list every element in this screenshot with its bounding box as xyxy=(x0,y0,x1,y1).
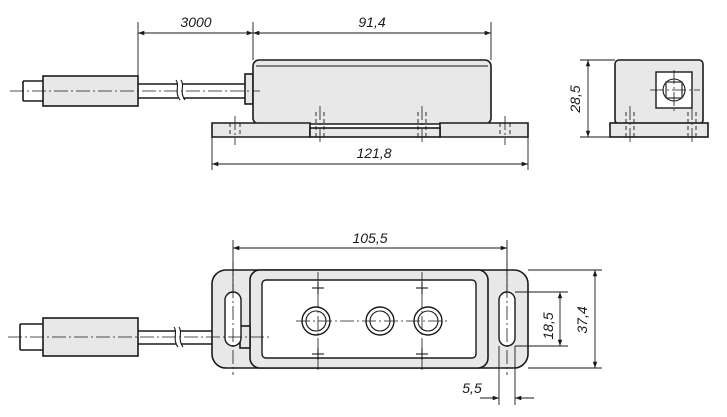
side-view xyxy=(609,59,709,145)
dimension-slot-length: 18,5 xyxy=(515,291,568,347)
label-overall-length: 121,8 xyxy=(356,145,391,161)
dimension-height: 28,5 xyxy=(567,59,615,138)
label-hole-spacing: 105,5 xyxy=(352,230,387,246)
dimension-hole-spacing: 105,5 xyxy=(232,230,508,292)
label-height: 28,5 xyxy=(567,85,583,113)
label-body-length: 91,4 xyxy=(358,14,385,30)
label-slot-width: 5,5 xyxy=(462,380,482,396)
front-cable xyxy=(138,79,245,101)
label-cable-length: 3000 xyxy=(180,14,211,30)
label-width: 37,4 xyxy=(574,306,590,333)
dimension-overall-length: 121,8 xyxy=(211,137,529,170)
dimension-width: 37,4 xyxy=(528,269,602,369)
front-base-plate xyxy=(211,122,311,138)
dimension-body-length: 91,4 xyxy=(253,14,492,60)
front-housing xyxy=(252,59,492,125)
front-view xyxy=(10,59,529,145)
dimension-slot-width: 5,5 xyxy=(462,346,534,405)
dimension-cable-length: 3000 xyxy=(137,14,254,76)
top-view xyxy=(8,262,529,375)
label-slot-length: 18,5 xyxy=(540,312,556,339)
